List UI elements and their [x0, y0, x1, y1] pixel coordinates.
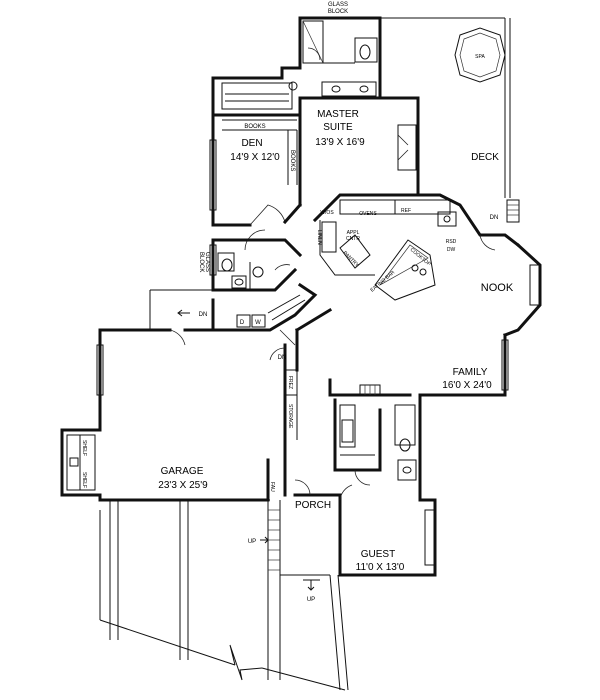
ref-label: REF: [401, 208, 411, 214]
shelf-label-1: SHELF: [81, 440, 87, 456]
kitchen: [312, 193, 521, 301]
dn-laundry-label: DN: [199, 312, 208, 318]
master-bath: [211, 16, 382, 117]
guest-bath: [333, 398, 422, 502]
deck: [380, 17, 520, 223]
eating-bar-label: EATING BAR: [369, 269, 396, 293]
cooktop-label: COOKTOP: [409, 247, 432, 268]
room-labels: GLASS BLOCK SPA MASTER SUITE 13'9 X 16'9…: [81, 2, 514, 603]
laundry: [211, 282, 318, 346]
up-porch-label: UP: [248, 539, 256, 545]
driveway: [99, 500, 349, 691]
master-suite-title-2: SUITE: [323, 122, 353, 133]
books-label-side: BOOKS: [289, 150, 295, 171]
ovens-label: OVENS: [359, 211, 377, 217]
den-title: DEN: [241, 138, 262, 149]
glass-block-label-top-2: BLOCK: [328, 9, 348, 15]
den: [209, 113, 303, 251]
washer-label: W: [255, 320, 261, 326]
up-guest-label: UP: [307, 597, 315, 603]
rsd-label: RSD: [446, 239, 457, 245]
stair-arrows: [177, 309, 315, 591]
shelf-label-2: SHELF: [81, 472, 87, 488]
deck-label: DECK: [471, 152, 499, 163]
dn-garage-label: DN: [278, 355, 287, 361]
storage-label: STORAGE: [287, 404, 293, 429]
linen-label: LINEN: [316, 230, 322, 245]
guest-room: [293, 479, 437, 577]
porch-label: PORCH: [295, 500, 331, 511]
glass-block-label-top-1: GLASS: [328, 2, 348, 8]
family-title: FAMILY: [453, 367, 488, 378]
books-label-top: BOOKS: [244, 124, 265, 130]
spa-label: SPA: [475, 54, 485, 60]
guest-title: GUEST: [361, 549, 395, 560]
glass-block-label-side-2: BLOCK: [198, 252, 204, 272]
fau-label: FAU: [269, 482, 275, 492]
wos-label: W/OS: [320, 210, 334, 216]
family-size: 16'0 X 24'0: [442, 380, 492, 391]
appl-label-2: CNTR: [346, 236, 360, 242]
garage: [60, 289, 299, 502]
dryer-label: D: [240, 320, 245, 326]
master-suite-title-1: MASTER: [317, 109, 359, 120]
master-suite-size: 13'9 X 16'9: [315, 137, 365, 148]
hall-bath: [209, 238, 303, 292]
garage-title: GARAGE: [161, 466, 204, 477]
frez-label: FREZ: [287, 376, 293, 389]
nook-family: [294, 242, 542, 407]
dw-label: DW: [447, 247, 456, 253]
garage-size: 23'3 X 25'9: [158, 480, 208, 491]
dn-deck-label: DN: [490, 215, 499, 221]
pantry-label: PANTRY: [342, 250, 361, 269]
master-suite: [211, 96, 420, 207]
guest-size: 11'0 X 13'0: [356, 562, 405, 573]
appl-label-1: APPL: [347, 230, 360, 236]
den-size: 14'9 X 12'0: [230, 152, 280, 163]
glass-block-label-side-1: GLASS: [204, 252, 210, 272]
nook-label: NOOK: [481, 282, 514, 294]
